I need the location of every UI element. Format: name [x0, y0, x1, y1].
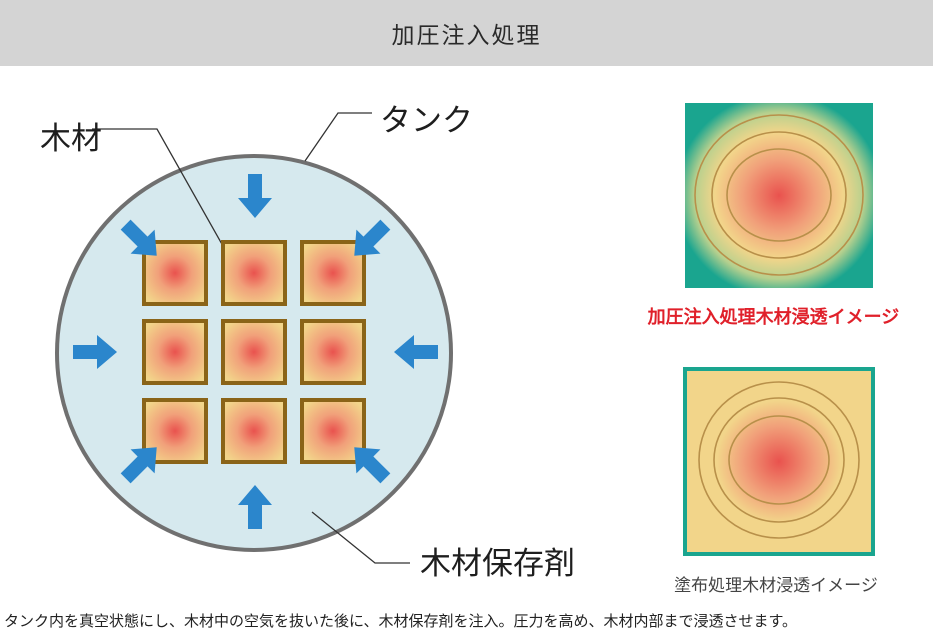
tank-leader-line [304, 112, 372, 162]
wood-label: 木材 [40, 121, 102, 157]
wood-block [300, 398, 366, 464]
brush-caption: 塗布処理木材浸透イメージ [674, 576, 878, 596]
header-bar: 加圧注入処理 [0, 0, 933, 66]
wood-block [142, 319, 208, 385]
wood-block [221, 240, 287, 306]
preservative-leader-line [311, 511, 410, 564]
tank-label: タンク [380, 103, 473, 139]
wood-grid [142, 240, 366, 464]
description-text: タンク内を真空状態にし、木材中の空気を抜いた後に、木材保存剤を注入。圧力を高め、… [4, 612, 798, 630]
brush-penetration-image [683, 367, 875, 556]
wood-block [221, 398, 287, 464]
wood-block [300, 319, 366, 385]
pressure-penetration-image [685, 103, 873, 288]
wood-block [221, 319, 287, 385]
wood-block [300, 240, 366, 306]
preservative-label: 木材保存剤 [420, 546, 575, 582]
pressure-diagram [55, 103, 875, 564]
pressure-caption: 加圧注入処理木材浸透イメージ [647, 307, 900, 328]
page-title: 加圧注入処理 [391, 23, 542, 49]
wood-leader-line [92, 128, 233, 263]
